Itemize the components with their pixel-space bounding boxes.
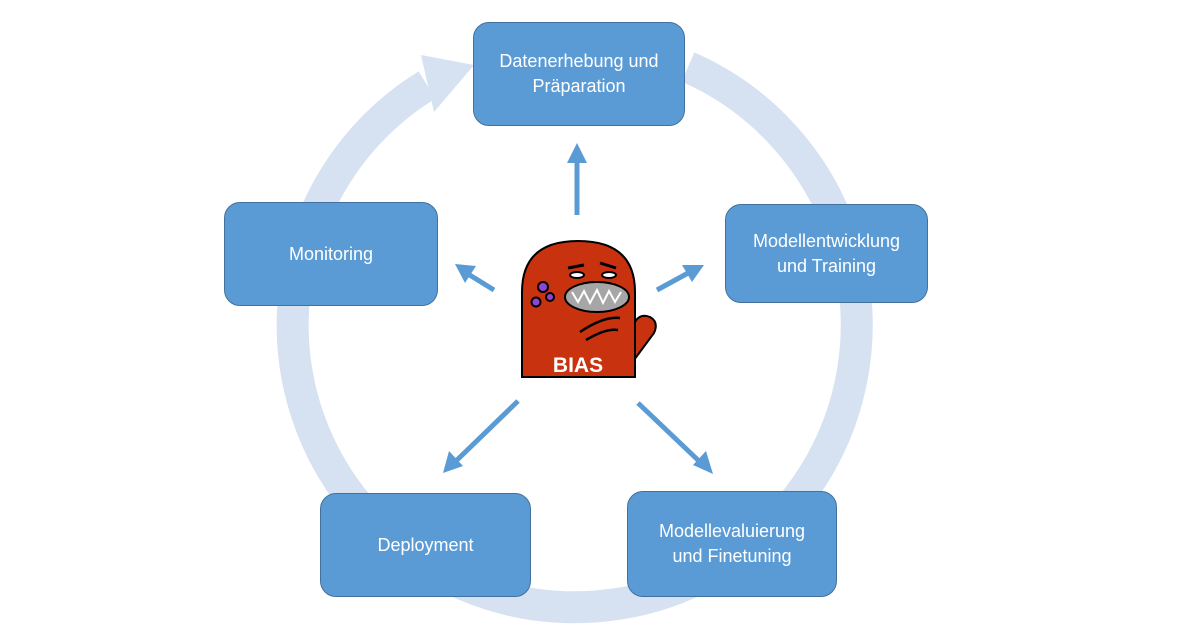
stage-label: Deployment [377,534,474,555]
stage-box-modellentwicklung: Modellentwicklung und Training [725,204,928,303]
bias-label: BIAS [553,354,603,377]
arrow-icon [636,401,713,474]
arrow-icon [655,265,704,293]
monster-spot [545,292,555,302]
monster-mouth [564,281,630,313]
bias-monster-icon: BIAS [521,239,657,378]
stage-box-datenerhebung: Datenerhebung und Präparation [473,22,685,126]
stage-box-deployment: Deployment [320,493,531,597]
stage-label: Monitoring [288,243,374,264]
cycle-ring-arrowhead [421,55,474,112]
stage-box-monitoring: Monitoring [224,202,438,306]
stage-label: Modellentwicklung und Training [752,230,901,276]
center-arrows [443,143,713,474]
monster-teeth [571,287,622,306]
arrow-icon [455,264,496,293]
stage-label: Modellevaluierung und Finetuning [658,521,806,566]
arrow-icon [567,143,587,215]
stage-box-modellevaluierung: Modellevaluierung und Finetuning [627,491,837,597]
monster-hand [579,316,621,334]
monster-spot [530,296,542,308]
stage-label: Datenerhebung und Präparation [499,51,659,96]
monster-spot [537,281,549,293]
arrow-icon [443,399,520,473]
